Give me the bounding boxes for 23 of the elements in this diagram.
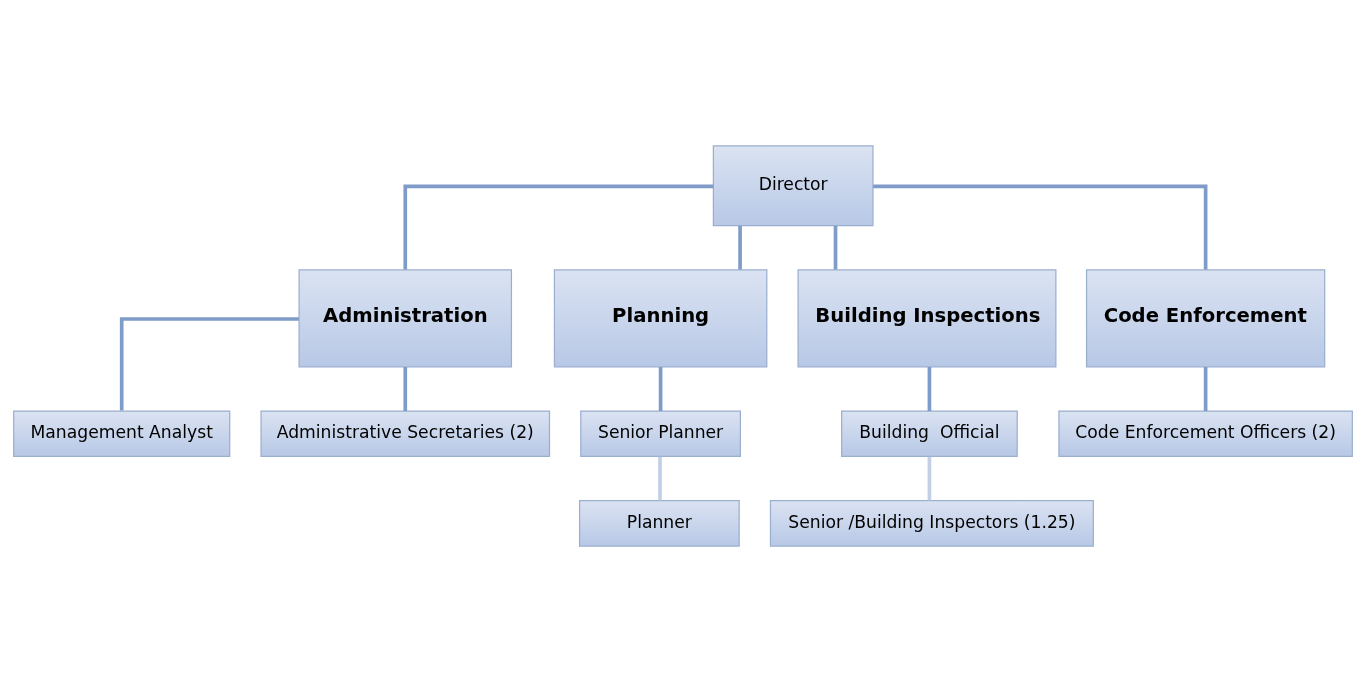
connector — [927, 456, 932, 501]
node-box: Senior /Building Inspectors (1.25) — [769, 500, 1094, 547]
node-box: Building Inspections — [797, 269, 1057, 368]
node-box: Building Official — [841, 410, 1018, 458]
node-box: Administration — [298, 269, 513, 368]
connector — [927, 367, 932, 411]
connector — [119, 317, 299, 411]
connector — [833, 225, 838, 270]
node-box: Code Enforcement — [1085, 269, 1326, 368]
node-box: Administrative Secretaries (2) — [260, 410, 551, 458]
node-box: Planning — [553, 269, 768, 368]
connector — [403, 367, 408, 411]
connector — [658, 456, 662, 501]
node-box: Senior Planner — [580, 410, 741, 458]
connector — [1203, 367, 1208, 411]
node-box: Code Enforcement Officers (2) — [1058, 410, 1353, 458]
connector — [403, 184, 714, 270]
node-box: Director — [712, 145, 874, 227]
connector — [873, 184, 1208, 270]
node-box: Planner — [578, 500, 740, 547]
connector — [738, 225, 742, 270]
connector — [658, 367, 663, 411]
node-box: Management Analyst — [13, 410, 231, 458]
